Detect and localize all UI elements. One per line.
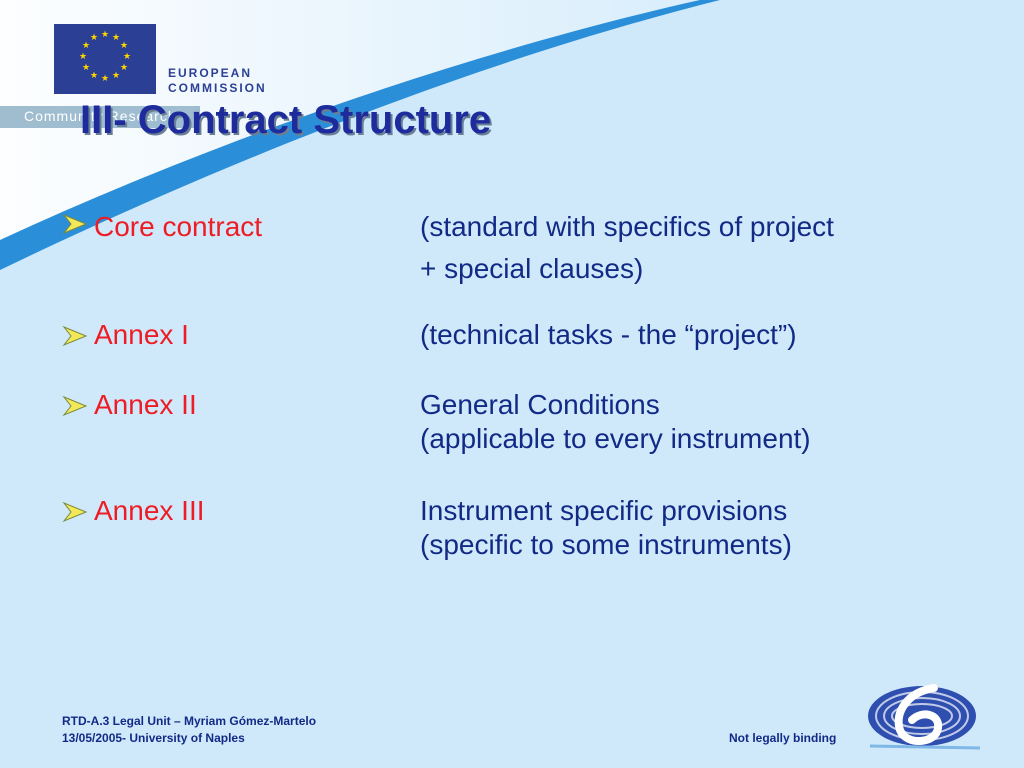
svg-text:★: ★ bbox=[101, 74, 109, 84]
svg-text:★: ★ bbox=[90, 33, 98, 43]
svg-text:★: ★ bbox=[79, 52, 87, 62]
ec-wordmark: EUROPEAN COMMISSION bbox=[168, 66, 267, 96]
fp6-logo-icon bbox=[868, 684, 981, 750]
item-description-line: General Conditions bbox=[420, 389, 660, 420]
svg-text:★: ★ bbox=[123, 52, 131, 62]
item-description-line: Instrument specific provisions bbox=[420, 495, 788, 526]
item-description-line: (specific to some instruments) bbox=[420, 529, 792, 560]
item-description-line: (technical tasks - the “project”) bbox=[420, 319, 797, 350]
disclaimer-text: Not legally binding bbox=[729, 731, 837, 745]
svg-text:★: ★ bbox=[112, 33, 120, 43]
item-description: General Conditions (applicable to every … bbox=[420, 388, 811, 456]
item-description-line: + special clauses) bbox=[420, 253, 644, 284]
item-description-line: (standard with specifics of project bbox=[420, 211, 834, 242]
item-description: (standard with specifics of project + sp… bbox=[420, 206, 834, 290]
svg-text:★: ★ bbox=[90, 71, 98, 81]
ec-wordmark-line2: COMMISSION bbox=[168, 81, 267, 95]
svg-text:★: ★ bbox=[120, 41, 128, 51]
svg-text:★: ★ bbox=[82, 63, 90, 73]
ec-wordmark-line1: EUROPEAN bbox=[168, 66, 253, 80]
item-description-line: (applicable to every instrument) bbox=[420, 423, 811, 454]
slide-title: III- Contract Structure bbox=[80, 98, 492, 142]
bullet-arrow-icon bbox=[62, 395, 88, 417]
item-label: Core contract bbox=[94, 211, 263, 242]
eu-flag-icon: ★ ★ ★ ★ ★ ★ ★ ★ ★ ★ ★ ★ bbox=[54, 24, 156, 94]
bullet-arrow-icon bbox=[62, 501, 88, 523]
footer-author: RTD-A.3 Legal Unit – Myriam Gómez-Martel… bbox=[62, 714, 317, 728]
footer-credits: RTD-A.3 Legal Unit – Myriam Gómez-Martel… bbox=[62, 713, 316, 747]
item-description: (technical tasks - the “project”) bbox=[420, 318, 797, 352]
svg-text:★: ★ bbox=[101, 30, 109, 40]
item-label: Annex I bbox=[94, 319, 189, 350]
community-research-text: Community Research bbox=[24, 108, 177, 124]
community-research-band bbox=[0, 106, 200, 128]
footer-date-venue: 13/05/2005- University of Naples bbox=[62, 731, 245, 745]
european-commission-logo: ★ ★ ★ ★ ★ ★ ★ ★ ★ ★ ★ ★ EUROPEAN COMMISS… bbox=[54, 24, 267, 98]
item-description: Instrument specific provisions (specific… bbox=[420, 494, 792, 562]
bullet-arrow-icon bbox=[62, 325, 88, 347]
item-label: Annex III bbox=[94, 495, 205, 526]
svg-text:★: ★ bbox=[112, 71, 120, 81]
bullet-arrow-icon bbox=[62, 213, 88, 235]
item-label: Annex II bbox=[94, 389, 197, 420]
svg-text:★: ★ bbox=[120, 63, 128, 73]
svg-text:★: ★ bbox=[82, 41, 90, 51]
